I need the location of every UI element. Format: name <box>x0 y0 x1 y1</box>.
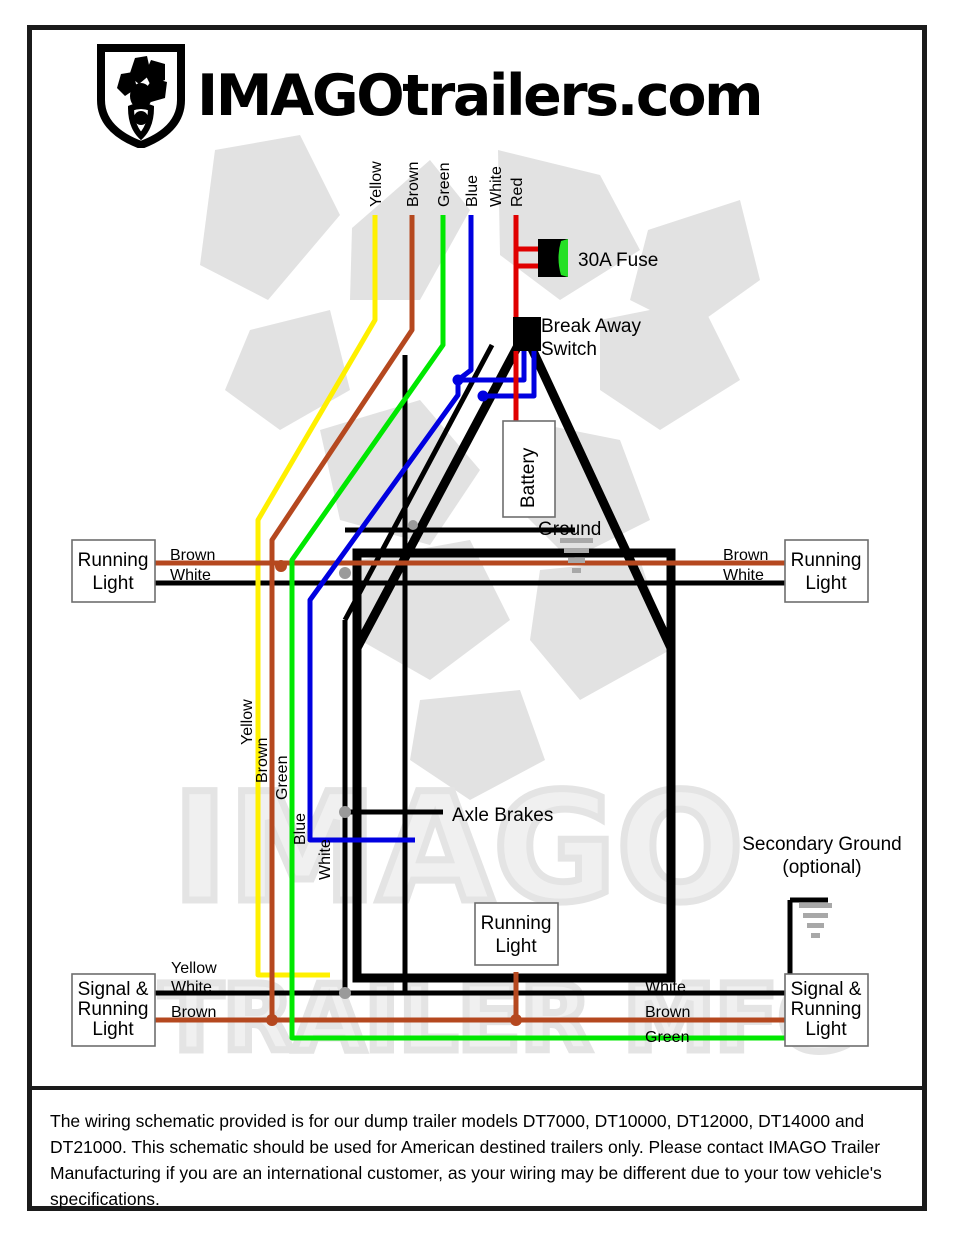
connector-label-blue: Blue <box>464 175 481 207</box>
left-running-white-label: White <box>170 567 211 584</box>
connector-label-red: Red <box>509 178 526 207</box>
center-running-light-label-line2: Light <box>495 936 537 957</box>
right-running-light-box[interactable] <box>784 539 869 603</box>
left-running-light-label-line2: Light <box>92 573 134 594</box>
svg-text:IMAGO: IMAGO <box>172 762 744 936</box>
right-running-light-label-line2: Light <box>805 573 847 594</box>
right-signal-green-label: Green <box>645 1029 689 1046</box>
midrun-label-yellow: Yellow <box>239 699 256 745</box>
fuse-label: 30A Fuse <box>578 250 658 271</box>
midrun-label-green: Green <box>274 756 291 800</box>
right-signal-running-light-box[interactable] <box>784 973 869 1047</box>
breakaway-switch-label-line2: Switch <box>541 339 597 360</box>
right-running-light-label-line1: Running <box>791 550 862 571</box>
svg-text:IMAGO: IMAGO <box>172 762 744 936</box>
brand-logo: IMAGOtrailers.com <box>95 44 763 148</box>
center-running-light-label-line1: Running <box>481 913 552 934</box>
left-signal-label-line1: Signal & <box>78 979 149 1000</box>
connector-label-brown: Brown <box>405 162 422 207</box>
midrun-wire-labels: Yellow Brown Green Blue White <box>239 699 334 880</box>
left-running-brown-label: Brown <box>170 547 215 564</box>
left-signal-yellow-label: Yellow <box>171 960 217 977</box>
battery-label: Battery <box>518 447 539 508</box>
footer-paragraph: The wiring schematic provided is for our… <box>50 1111 882 1209</box>
right-running-brown-label: Brown <box>723 547 768 564</box>
wire-green <box>289 215 790 1041</box>
breakaway-switch-icon <box>513 317 541 351</box>
wire-brown <box>155 215 790 1023</box>
brand-name: IMAGOtrailers.com <box>197 62 763 129</box>
left-signal-brown-label: Brown <box>171 1004 216 1021</box>
right-signal-brown-label: Brown <box>645 1004 690 1021</box>
breakaway-switch-label-line1: Break Away <box>541 316 641 337</box>
watermark-imago-text: IMAGO IMAGO <box>169 759 748 940</box>
right-signal-label-line2: Running <box>791 999 862 1020</box>
watermark-graphic <box>200 135 760 800</box>
secondary-ground-label-line1: Secondary Ground <box>742 834 902 855</box>
midrun-label-blue: Blue <box>292 813 309 845</box>
battery-box-icon <box>502 420 556 518</box>
midrun-label-white: White <box>317 839 334 880</box>
secondary-ground-label-line2: (optional) <box>782 857 861 878</box>
right-running-white-label: White <box>723 567 764 584</box>
left-signal-running-light-box[interactable] <box>71 973 156 1047</box>
axle-brakes-label: Axle Brakes <box>452 805 553 826</box>
footer-note: The wiring schematic provided is for our… <box>50 1108 915 1212</box>
junction-dots <box>266 374 522 1026</box>
left-running-light-box[interactable] <box>71 539 156 603</box>
midrun-label-brown: Brown <box>254 738 271 783</box>
left-signal-white-label: White <box>171 979 212 996</box>
connector-label-yellow: Yellow <box>368 161 385 207</box>
ground-label: Ground <box>538 519 601 540</box>
center-running-light-box[interactable] <box>474 902 559 966</box>
page-border <box>27 25 927 1211</box>
right-signal-white-label: White <box>645 979 686 996</box>
connector-label-white: White <box>488 166 505 207</box>
ground-symbol-icon <box>560 538 593 573</box>
connector-label-green: Green <box>436 163 453 207</box>
fuse-icon <box>538 239 568 277</box>
right-signal-label-line3: Light <box>805 1019 847 1040</box>
right-signal-label-line1: Signal & <box>791 979 862 1000</box>
connector-wire-labels: Yellow Brown Green Blue White Red <box>368 161 526 207</box>
hornet-shield-logo-icon <box>97 44 185 148</box>
left-running-light-label-line1: Running <box>78 550 149 571</box>
wire-blue <box>307 215 537 843</box>
secondary-ground-symbol-icon <box>799 903 832 938</box>
left-signal-label-line3: Light <box>92 1019 134 1040</box>
left-signal-label-line2: Running <box>78 999 149 1020</box>
